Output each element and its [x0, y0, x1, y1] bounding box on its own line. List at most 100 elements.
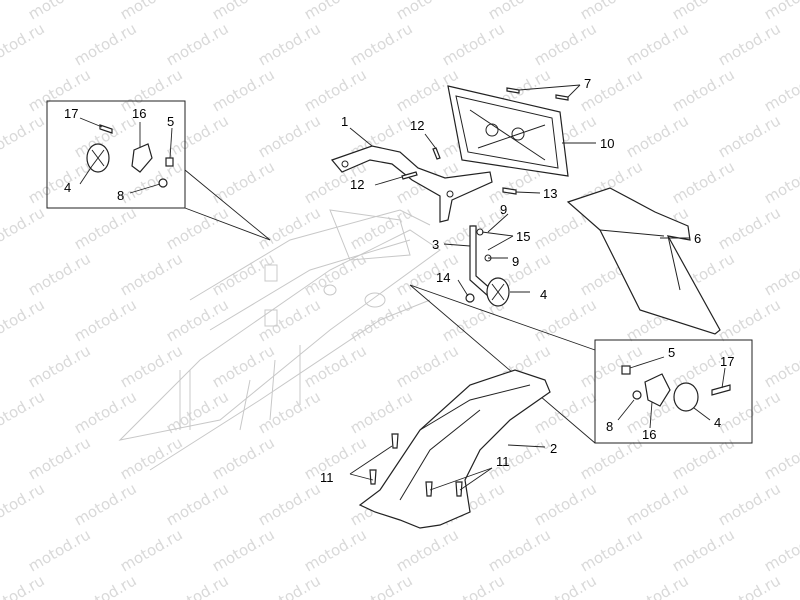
watermark-text: motod.ru	[71, 295, 140, 345]
watermark-text: motod.ru	[347, 203, 416, 253]
part-8-nut-right	[632, 390, 642, 400]
watermark-text: motod.ru	[301, 65, 370, 115]
watermark-text: motod.ru	[715, 203, 784, 253]
watermark-text: motod.ru	[301, 525, 370, 575]
watermark-text: motod.ru	[255, 111, 324, 161]
callout-4-right: 4	[714, 415, 721, 430]
watermark-text: motod.ru	[715, 19, 784, 69]
watermark-text: motod.ru	[531, 19, 600, 69]
watermark-text: motod.ru	[0, 571, 48, 600]
part-11-screws	[369, 433, 463, 497]
watermark-text: motod.ru	[0, 0, 2, 23]
watermark-text: motod.ru	[0, 433, 2, 483]
callout-labels: 1 2 3 4 4 4 5 5 6 7 8 8 9 9 10 11 11 12 …	[64, 76, 734, 485]
part-17-screw-left	[99, 124, 113, 134]
ghost-frame	[118, 209, 441, 471]
watermark-text: motod.ru	[669, 65, 738, 115]
watermark-text: motod.ru	[669, 0, 738, 23]
watermark-text: motod.ru	[0, 157, 2, 207]
watermark-text: motod.ru	[669, 433, 738, 483]
callout-6: 6	[694, 231, 701, 246]
watermark-text: motod.ru	[623, 111, 692, 161]
watermark-text: motod.ru	[0, 65, 2, 115]
watermark-text: motod.ru	[163, 295, 232, 345]
watermark-text: motod.ru	[439, 19, 508, 69]
watermark-text: motod.ru	[0, 111, 48, 161]
watermark-text: motod.ru	[117, 341, 186, 391]
callout-11-left: 11	[320, 470, 334, 485]
watermark-text: motod.ru	[117, 433, 186, 483]
watermark-text: motod.ru	[25, 65, 94, 115]
watermark-text: motod.ru	[0, 387, 48, 437]
part-5-nut-left	[165, 157, 174, 167]
watermark-text: motod.ru	[25, 341, 94, 391]
watermark-text: motod.ru	[71, 19, 140, 69]
part-7-screws	[506, 87, 569, 101]
watermark-text: motod.ru	[531, 295, 600, 345]
callout-11-right: 11	[496, 454, 510, 469]
detail-box-right	[409, 284, 753, 444]
part-2-rear-fender	[358, 369, 551, 529]
watermark-text: motod.ru	[623, 479, 692, 529]
watermark-text: motod.ru	[669, 157, 738, 207]
part-13-screw	[502, 187, 517, 195]
part-4-cap-right	[673, 382, 699, 412]
watermark-text: motod.ru	[209, 433, 278, 483]
watermark-text: motod.ru	[0, 19, 48, 69]
watermark-text: motod.ru	[209, 341, 278, 391]
watermark-text: motod.ru	[301, 0, 370, 23]
watermark-text: motod.ru	[715, 387, 784, 437]
watermark-text: motod.ru	[117, 157, 186, 207]
callout-13: 13	[543, 186, 557, 201]
watermark-text: motod.ru	[393, 525, 462, 575]
watermark-text: motod.ru	[715, 111, 784, 161]
watermark-text: motod.ru	[209, 249, 278, 299]
callout-17-right: 17	[720, 354, 734, 369]
watermark-text: motod.ru	[761, 249, 800, 299]
watermark-text: motod.ru	[761, 65, 800, 115]
watermark-text: motod.ru	[163, 571, 232, 600]
watermark-text: motod.ru	[255, 203, 324, 253]
callout-9-top: 9	[500, 202, 507, 217]
watermark-text: motod.ru	[71, 387, 140, 437]
watermark-text: motod.ru	[531, 479, 600, 529]
watermark-text: motod.ru	[761, 157, 800, 207]
part-16-bracket-left	[131, 143, 153, 173]
watermark-text: motod.ru	[301, 341, 370, 391]
callout-15: 15	[516, 229, 530, 244]
watermark-text: motod.ru	[255, 479, 324, 529]
part-8-nut-left	[158, 178, 168, 188]
rectangle-frame-icon	[46, 100, 186, 209]
watermark-text: motod.ru	[715, 479, 784, 529]
watermark-text: motod.ru	[71, 571, 140, 600]
leader-lines	[79, 84, 726, 491]
part-12-screws	[401, 147, 441, 180]
watermark-text: motod.ru	[0, 203, 48, 253]
callout-5-left: 5	[167, 114, 174, 129]
watermark-text: motod.ru	[715, 295, 784, 345]
watermark-text: motod.ru	[163, 479, 232, 529]
watermark-text: motod.ru	[117, 0, 186, 23]
watermark-text: motod.ru	[347, 387, 416, 437]
watermark-text: motod.ru	[761, 433, 800, 483]
callout-7: 7	[584, 76, 591, 91]
callout-16-left: 16	[132, 106, 146, 121]
watermark-text: motod.ru	[577, 0, 646, 23]
callout-3: 3	[432, 237, 439, 252]
watermark-text: motod.ru	[25, 157, 94, 207]
callout-4-left: 4	[64, 180, 71, 195]
watermark-text: motod.ru	[0, 525, 2, 575]
watermark-text: motod.ru	[255, 387, 324, 437]
callout-4-center: 4	[540, 287, 547, 302]
watermark-text: motod.ru	[25, 0, 94, 23]
callout-17-left: 17	[64, 106, 78, 121]
watermark-text: motod.ru	[761, 341, 800, 391]
part-5-nut-right	[621, 365, 631, 375]
callout-8-right: 8	[606, 419, 613, 434]
watermark-text: motod.ru	[117, 249, 186, 299]
watermark-text: motod.ru	[761, 0, 800, 23]
watermark-text: motod.ru	[531, 571, 600, 600]
watermark-text: motod.ru	[117, 65, 186, 115]
watermark-text: motod.ru	[623, 19, 692, 69]
watermark-text: motod.ru	[485, 0, 554, 23]
